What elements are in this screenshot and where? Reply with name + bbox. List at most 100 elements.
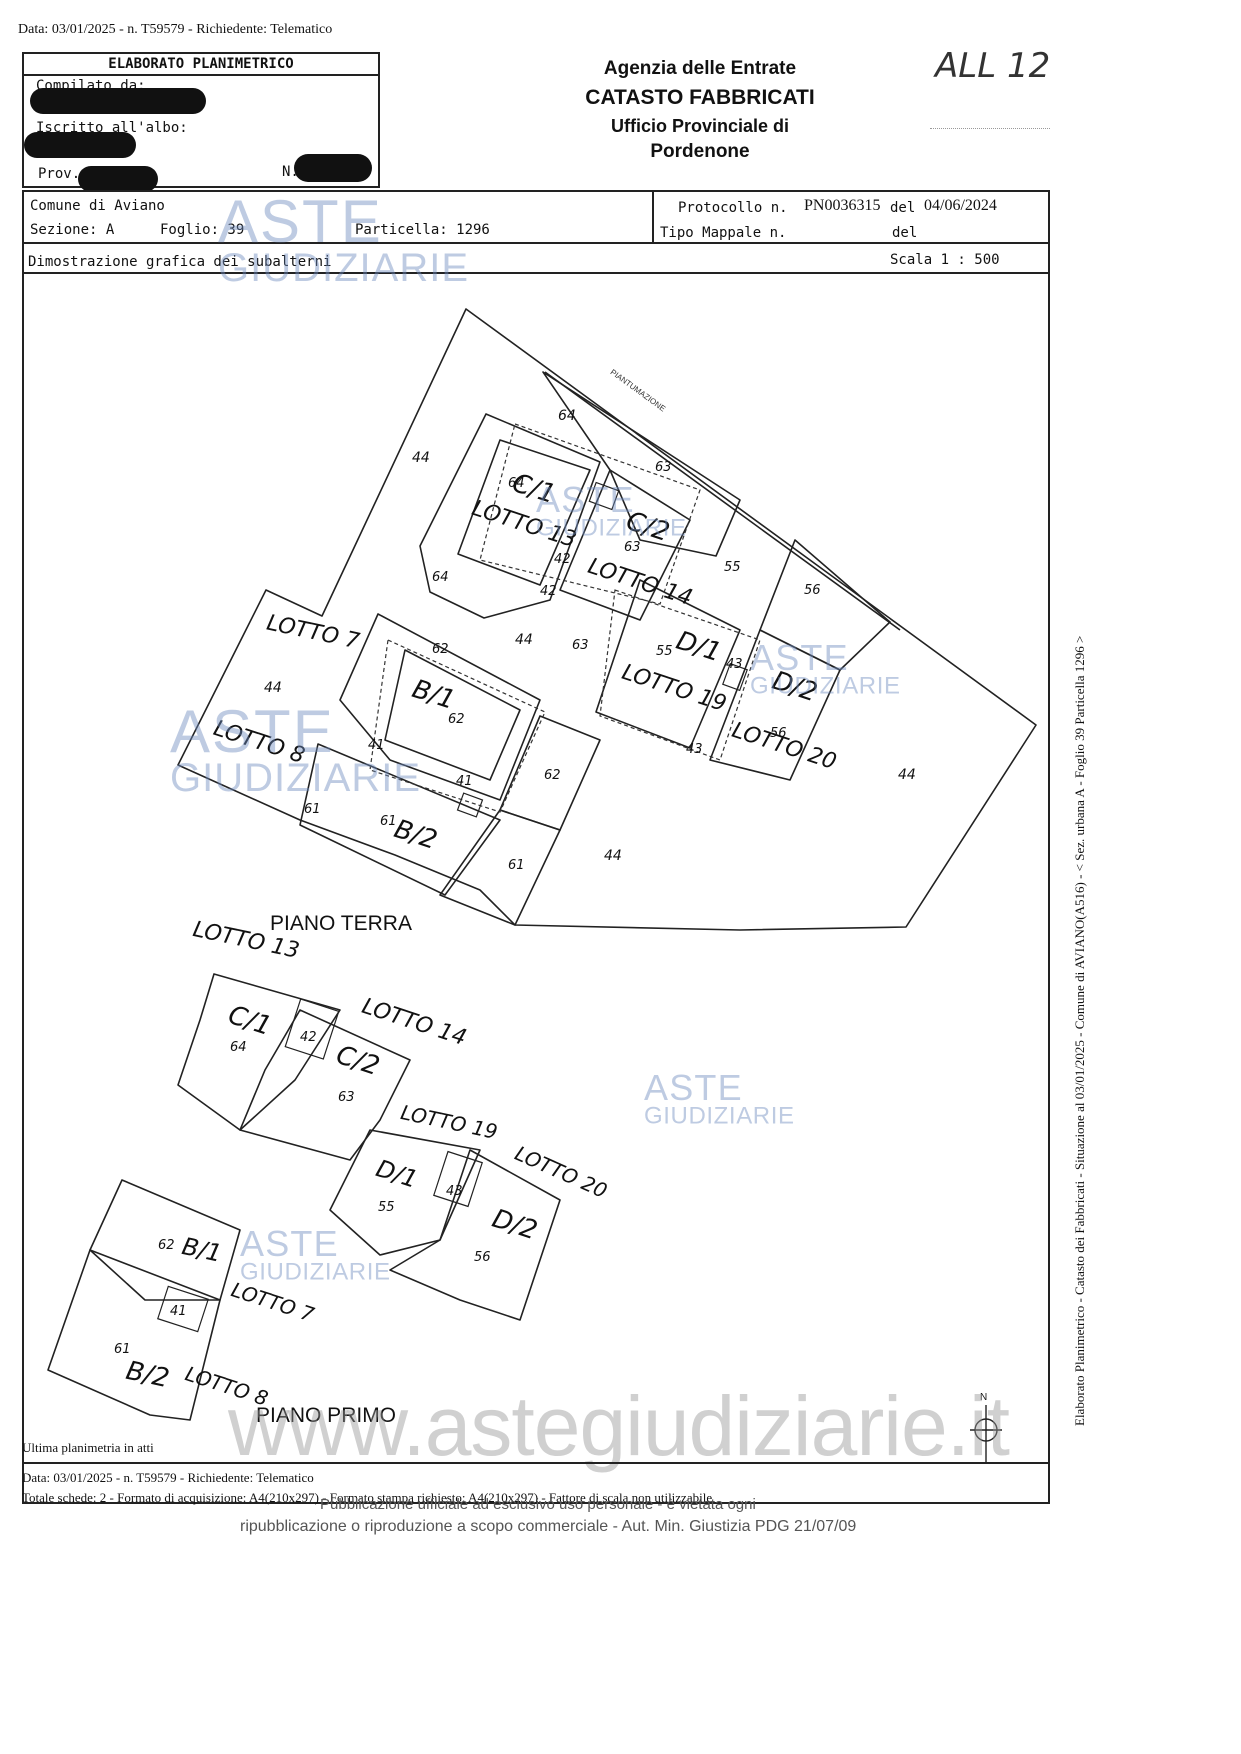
- ff-label-42: 42: [300, 1030, 317, 1045]
- label-41-a: 41: [368, 738, 385, 753]
- row-divider-1: [22, 242, 1050, 244]
- label-55-b: 55: [656, 644, 673, 659]
- label-62-b: 62: [448, 712, 465, 727]
- row-divider-2: [22, 272, 1050, 274]
- footer-notice-2: ripubblicazione o riproduzione a scopo c…: [240, 1518, 857, 1535]
- redacted-name: [30, 88, 206, 114]
- road-line: [544, 371, 901, 631]
- header-date-line: Data: 03/01/2025 - n. T59579 - Richieden…: [18, 22, 333, 37]
- label-44-b: 44: [264, 680, 282, 696]
- north-arrow: [970, 1405, 1002, 1462]
- protocollo-del: del: [890, 200, 916, 216]
- label-61-c: 61: [508, 858, 525, 873]
- protocollo-value: PN0036315: [804, 197, 881, 214]
- side-caption: Elaborato Planimetrico - Catasto dei Fab…: [1072, 635, 1087, 1426]
- piano-terra-label: PIANO TERRA: [270, 912, 412, 935]
- ff-stair-43: [433, 1150, 483, 1208]
- dashed-d-area: [599, 589, 761, 761]
- unit-61: [439, 809, 561, 926]
- label-62-c: 62: [544, 768, 561, 783]
- protocollo-date: 04/06/2024: [924, 197, 997, 214]
- stair-41: [456, 792, 484, 818]
- dashed-b-area: [369, 639, 546, 813]
- unit-c1: [419, 413, 601, 619]
- agency-name: Agenzia delle Entrate: [603, 58, 797, 79]
- ff-label-62: 62: [158, 1238, 175, 1253]
- label-63-a: 63: [655, 460, 672, 475]
- footer-totale: Totale schede: 2 - Formato di acquisizio…: [22, 1490, 713, 1505]
- unit-b1: [339, 613, 541, 801]
- main-frame: [22, 190, 1050, 1504]
- agency-heading: Agenzia delle Entrate CATASTO FABBRICATI…: [520, 58, 880, 163]
- tipo-mappale: Tipo Mappale n.: [660, 225, 787, 241]
- label-41-b: 41: [456, 774, 473, 789]
- ultima-planimetria: Ultima planimetria in atti: [22, 1440, 154, 1455]
- ufficio-label: Ufficio Provinciale di: [610, 116, 790, 136]
- label-55-a: 55: [724, 560, 741, 575]
- ff-label-55: 55: [378, 1200, 395, 1215]
- tipo-del: del: [892, 225, 918, 241]
- note-underline: [930, 128, 1050, 129]
- label-61-a: 61: [304, 802, 321, 817]
- ff-b1: [89, 1179, 241, 1301]
- redacted-number: [294, 154, 372, 182]
- label-44-e: 44: [604, 848, 622, 864]
- unit-56: [759, 539, 891, 671]
- redacted-albo: [24, 132, 136, 158]
- north-label: N: [980, 1392, 988, 1403]
- label-61-b: 61: [380, 814, 397, 829]
- col-divider: [652, 190, 654, 242]
- unit-d1: [595, 579, 741, 749]
- parcel-outline: [177, 308, 1037, 931]
- ff-d1: [329, 1129, 481, 1256]
- particella: Particella: 1296: [355, 222, 490, 238]
- dimostrazione: Dimostrazione grafica dei subalterni: [28, 254, 332, 270]
- label-43-b: 43: [686, 742, 703, 757]
- label-44-c: 44: [515, 632, 533, 648]
- ff-d2: [389, 1149, 561, 1321]
- unit-c2: [559, 469, 691, 621]
- label-42-a: 42: [554, 552, 571, 567]
- label-56-a: 56: [804, 583, 821, 598]
- box-title: ELABORATO PLANIMETRICO: [24, 54, 378, 76]
- label-44-a: 44: [412, 450, 430, 466]
- comune: Comune di Aviano: [30, 198, 165, 214]
- unit-b2: [299, 743, 501, 896]
- ff-b2: [47, 1249, 221, 1421]
- ff-label-43: 43: [446, 1184, 463, 1199]
- redacted-prov: [78, 166, 158, 192]
- foglio: Foglio: 39: [160, 222, 245, 238]
- label-63-b: 63: [624, 540, 641, 555]
- unit-63-top: [542, 371, 741, 557]
- ff-stair-42: [284, 998, 340, 1060]
- stair-42: [588, 481, 620, 511]
- label-56-b: 56: [770, 726, 787, 741]
- label-64-a: 64: [558, 408, 576, 424]
- label-64-c: 64: [432, 570, 449, 585]
- ff-label-61: 61: [114, 1342, 131, 1357]
- sezione: Sezione: A: [30, 222, 115, 238]
- prov-label: Prov.: [38, 166, 81, 182]
- protocollo-label: Protocollo n.: [678, 200, 788, 216]
- label-62-a: 62: [432, 642, 449, 657]
- attachment-note: ALL 12: [935, 46, 1051, 86]
- ff-label-56: 56: [474, 1250, 491, 1265]
- ff-stair-41: [157, 1285, 209, 1333]
- watermark-site: www.astegiudiziarie.it: [228, 1379, 1010, 1473]
- province-name: Pordenone: [650, 141, 750, 162]
- label-63-c: 63: [572, 638, 589, 653]
- label-42-b: 42: [540, 584, 557, 599]
- ff-label-63: 63: [338, 1090, 355, 1105]
- ff-label-41: 41: [170, 1304, 187, 1319]
- scala: Scala 1 : 500: [890, 252, 1000, 268]
- ff-label-64: 64: [230, 1040, 247, 1055]
- label-44-d: 44: [898, 767, 916, 783]
- footer-divider: [22, 1462, 1050, 1464]
